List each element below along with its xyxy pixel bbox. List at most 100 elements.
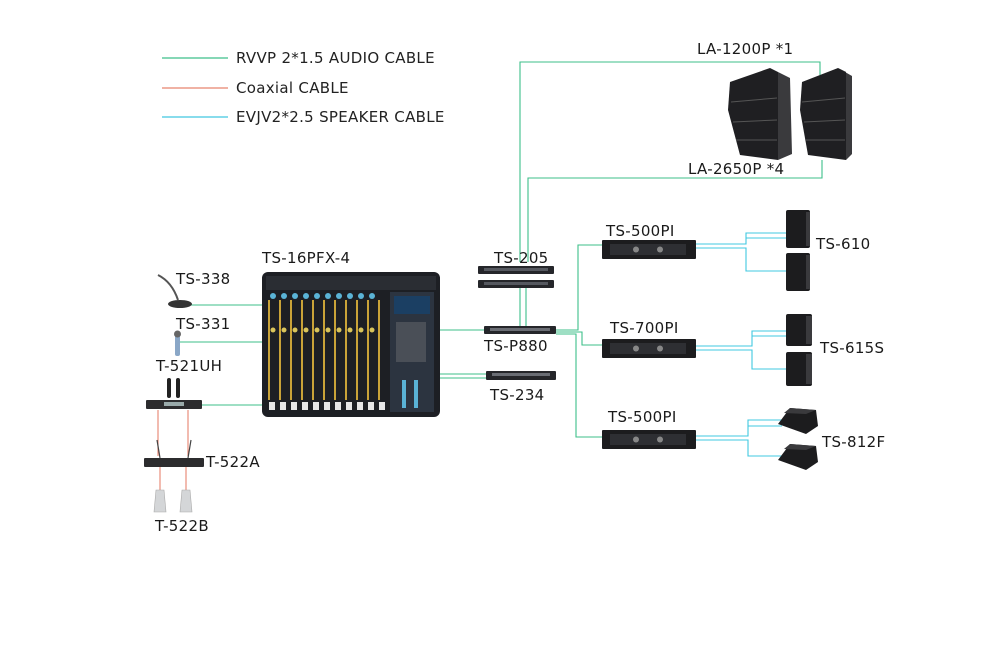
knob-9 (358, 293, 364, 299)
legend-speaker-label: EVJV2*2.5 SPEAKER CABLE (236, 108, 445, 126)
amp3-knob-right (657, 436, 663, 443)
ts812f-top-side (784, 408, 816, 414)
ts812f-bottom-side (784, 444, 816, 450)
cable-amp2-ts615-top (696, 330, 786, 347)
amp2-face (610, 343, 686, 354)
label-ts812f: TS-812F (821, 433, 885, 451)
label-amp2: TS-700PI (609, 319, 679, 337)
cable-ts205-la2650 (527, 160, 823, 262)
amp3-knob-left (633, 436, 639, 443)
eq-knob-8 (347, 327, 353, 333)
antenna-2 (187, 439, 192, 459)
label-la2650: LA-2650P *4 (688, 160, 784, 178)
line-array-right-seam-2 (803, 119, 846, 123)
line-array-left-seam-1 (730, 97, 778, 103)
cable-amp3-ts812-top (696, 419, 782, 437)
antenna-paddle-1 (153, 489, 167, 513)
strip-4 (301, 300, 303, 400)
label-ts331: TS-331 (175, 315, 231, 333)
label-ts338: TS-338 (175, 270, 231, 288)
amp1-face (610, 244, 686, 255)
fader-caps (269, 402, 385, 410)
ts610-bottom (786, 253, 810, 291)
ts205-unit-1-face (484, 268, 548, 271)
eq-knob-10 (369, 327, 375, 333)
amplifier-2 (602, 339, 696, 358)
amp3-face (610, 434, 686, 445)
master-fader-1 (402, 380, 406, 408)
knob-10 (369, 293, 375, 299)
knob-1 (270, 293, 276, 299)
eq-knob-4 (303, 327, 309, 333)
fader-3 (291, 402, 297, 410)
label-t522b: T-522B (154, 517, 209, 535)
line-array-left (728, 68, 778, 160)
fader-2 (280, 402, 286, 410)
ts234-face (492, 373, 550, 376)
knob-6 (325, 293, 331, 299)
amp1-knob-right (657, 246, 663, 253)
knob-3 (292, 293, 298, 299)
cable-amp3-ts812-bottom (696, 439, 782, 457)
mic-ts331 (174, 330, 181, 356)
label-amp3: TS-500PI (607, 408, 677, 426)
handheld-mic-2 (176, 378, 180, 398)
speaker-ts812f (778, 408, 818, 470)
legend-coaxial-label: Coaxial CABLE (236, 79, 349, 97)
gooseneck (157, 274, 179, 301)
ts610-top-side (806, 212, 810, 246)
eq-knobs (270, 327, 375, 333)
strip-7 (334, 300, 336, 400)
strip-10 (367, 300, 369, 400)
strip-2 (279, 300, 281, 400)
label-t521uh: T-521UH (155, 357, 222, 375)
ts205-unit-2-face (484, 282, 548, 285)
ts615s-bottom-side (806, 354, 812, 384)
mixer-ts16pfx4 (262, 272, 440, 417)
processor-tsp880 (484, 326, 556, 334)
knob-5 (314, 293, 320, 299)
amp2-knob-left (633, 345, 639, 352)
knob-7 (336, 293, 342, 299)
mic-handle (175, 334, 180, 356)
distributor-body (144, 458, 204, 467)
ts615s-top (786, 314, 812, 346)
channel-knobs (270, 293, 375, 299)
mic-head (174, 330, 181, 338)
line-array-right-side (838, 68, 852, 160)
knob-8 (347, 293, 353, 299)
cable-amp1-ts610-bottom (696, 247, 786, 272)
handheld-mic-1 (167, 378, 171, 398)
eq-knob-2 (281, 327, 287, 333)
cable-ts205-la1200 (519, 61, 821, 262)
line-array-right (800, 68, 846, 160)
strip-8 (345, 300, 347, 400)
mic-ts338 (157, 274, 192, 308)
eq-knob-9 (358, 327, 364, 333)
fader-6 (324, 402, 330, 410)
strip-1 (268, 300, 270, 400)
antenna-1 (156, 439, 161, 459)
strip-5 (312, 300, 314, 400)
antenna-t522b (153, 489, 193, 513)
fader-8 (346, 402, 352, 410)
amplifier-1 (602, 240, 696, 259)
ts610-bottom-side (806, 255, 810, 289)
cable-tsp880-amp3 (556, 333, 602, 438)
audio-cables (178, 61, 823, 438)
strip-9 (356, 300, 358, 400)
fader-5 (313, 402, 319, 410)
receiver-t521uh (146, 378, 202, 409)
speaker-cables (696, 232, 786, 457)
label-ts615s: TS-615S (819, 339, 884, 357)
ts812f-top (778, 408, 818, 434)
cable-tsp880-amp1 (556, 244, 602, 331)
tsp880-face (490, 328, 550, 331)
ts610-top (786, 210, 810, 248)
strip-6 (323, 300, 325, 400)
legend: RVVP 2*1.5 AUDIO CABLE Coaxial CABLE EVJ… (162, 49, 445, 126)
processor-ts234 (486, 371, 556, 380)
cable-amp2-ts615-bottom (696, 349, 786, 370)
antenna-paddle-2 (179, 489, 193, 513)
